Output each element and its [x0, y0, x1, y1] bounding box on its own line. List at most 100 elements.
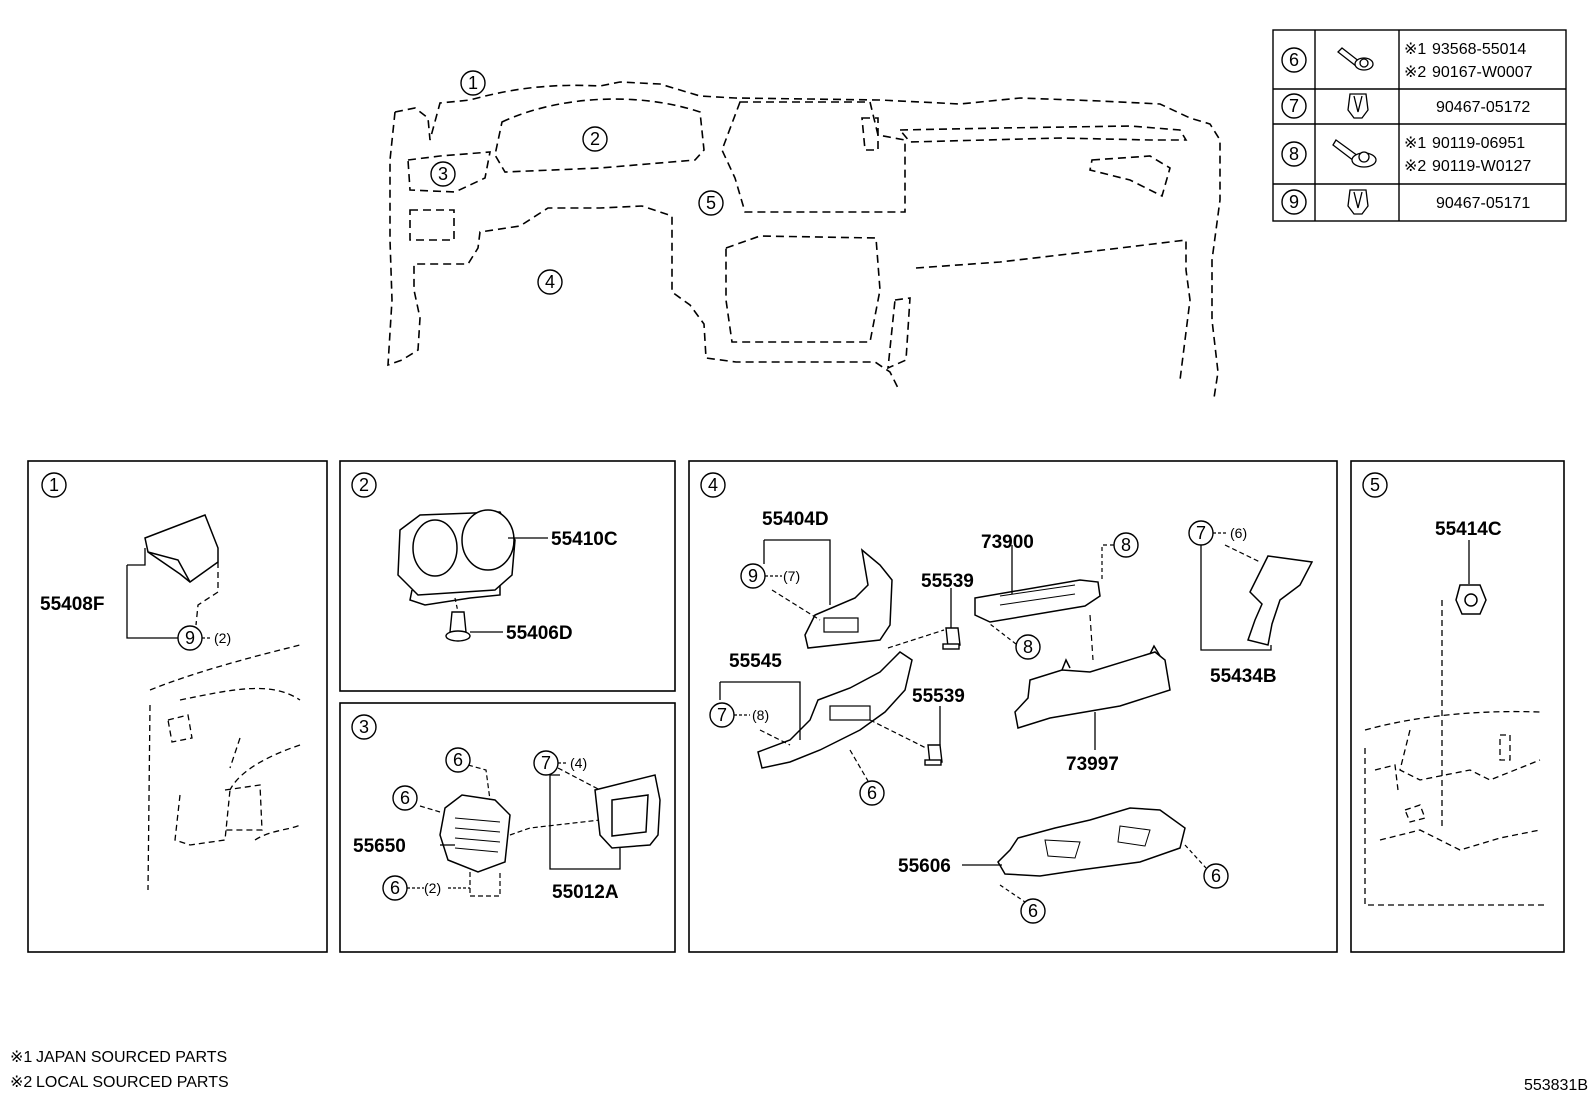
- svg-text:9: 9: [1289, 192, 1299, 212]
- panel-55012A-drawing: [594, 774, 661, 849]
- cover-drawing: [144, 514, 219, 583]
- clip-icon: [1347, 189, 1369, 215]
- callout-7-b: 7 (8): [709, 702, 769, 728]
- clip-drawing: [445, 611, 471, 642]
- part-55650: 55650: [353, 836, 406, 857]
- callout-7-d: 7 (4): [533, 750, 587, 776]
- clip-icon: [1347, 93, 1369, 119]
- part-73900: 73900: [981, 532, 1034, 553]
- callout-6-b: 6: [392, 785, 418, 811]
- diagram-code: 553831B: [1524, 1077, 1588, 1094]
- svg-text:6: 6: [453, 750, 463, 770]
- lower-panel-drawing: [757, 651, 913, 769]
- svg-text:6: 6: [1211, 866, 1221, 886]
- svg-text:6: 6: [1028, 901, 1038, 921]
- svg-text:8: 8: [1289, 144, 1299, 164]
- panel-5: 5 55414C: [1362, 472, 1545, 906]
- part-55545: 55545: [729, 651, 782, 672]
- callout-8-d: 8: [1101, 532, 1139, 580]
- callout-9-clip: 9 (2): [177, 625, 231, 651]
- overview-callout-4: 4: [537, 269, 563, 295]
- part-55606: 55606: [898, 856, 951, 877]
- svg-text:6: 6: [1289, 50, 1299, 70]
- svg-text:90119-W0127: 90119-W0127: [1432, 158, 1531, 175]
- fastener-table-rows: 6 ※1 93568-55014 ※2 90167-W0007 7 90467-…: [1281, 41, 1533, 215]
- part-55406D: 55406D: [506, 623, 573, 644]
- bolt-washer-icon: [1337, 47, 1374, 71]
- vent-drawing: [439, 794, 511, 873]
- part-55414C: 55414C: [1435, 519, 1502, 540]
- svg-text:(4): (4): [570, 755, 587, 771]
- svg-text:8: 8: [1121, 535, 1131, 555]
- callout-9-a: 9 (7): [740, 563, 800, 589]
- svg-text:※2: ※2: [1404, 64, 1426, 81]
- instrument-panel-overview: [387, 81, 1221, 399]
- panel-frames: [27, 460, 1565, 953]
- svg-text:7: 7: [1196, 523, 1206, 543]
- svg-text:3: 3: [359, 717, 369, 737]
- svg-text:1: 1: [49, 475, 59, 495]
- svg-text:7: 7: [717, 705, 727, 725]
- switch-drawing-a: [942, 627, 961, 650]
- callout-6-h: 6: [999, 884, 1046, 924]
- callout-6-g: 6: [1184, 844, 1229, 889]
- svg-text:90467-05172: 90467-05172: [1436, 99, 1530, 116]
- callout-8-e: 8: [989, 623, 1041, 660]
- screw-washer-icon: [1332, 139, 1377, 168]
- panel-4: 4 55404D 9 (7) 55545 7 (8): [700, 472, 1314, 924]
- switch-drawing-b: [924, 744, 943, 766]
- callout-7-f: 7 (6): [1188, 520, 1261, 563]
- svg-text:※1: ※1: [1404, 41, 1426, 58]
- combination-meter-drawing: [397, 509, 516, 606]
- overview-callouts: 1 2 3 4 5: [430, 70, 724, 295]
- part-55410C: 55410C: [551, 529, 618, 550]
- panel-2: 2 55410C 55406D: [351, 472, 618, 644]
- upper-cover-drawing: [804, 548, 893, 649]
- svg-text:(8): (8): [752, 707, 769, 723]
- table-row-7: 7 90467-05172: [1281, 93, 1530, 119]
- svg-text:4: 4: [545, 272, 555, 292]
- svg-text:7: 7: [1289, 96, 1299, 116]
- table-row-8: 8 ※1 90119-06951 ※2 90119-W0127: [1281, 135, 1531, 175]
- svg-text:3: 3: [438, 164, 448, 184]
- overview-callout-3: 3: [430, 161, 456, 187]
- overview-callout-2: 2: [582, 126, 608, 152]
- svg-text:2: 2: [590, 129, 600, 149]
- part-55012A: 55012A: [552, 882, 619, 903]
- footnote-1: JAPAN SOURCED PARTS: [36, 1049, 227, 1066]
- footnote-2: LOCAL SOURCED PARTS: [36, 1074, 229, 1091]
- pad-drawing: [974, 579, 1101, 623]
- svg-text:(7): (7): [783, 568, 800, 584]
- overview-callout-5: 5: [698, 190, 724, 216]
- part-55408F: 55408F: [40, 594, 104, 615]
- svg-text:2: 2: [359, 475, 369, 495]
- table-row-9: 9 90467-05171: [1281, 189, 1530, 215]
- callout-6-c: 6: [849, 749, 885, 806]
- svg-text:※1: ※1: [1404, 135, 1426, 152]
- knee-pad-drawing: [997, 807, 1186, 877]
- svg-text:90467-05171: 90467-05171: [1436, 195, 1530, 212]
- finisher-drawing: [1247, 555, 1314, 646]
- svg-text:6: 6: [390, 878, 400, 898]
- svg-text:※2: ※2: [1404, 158, 1426, 175]
- part-55539-b: 55539: [912, 686, 965, 707]
- svg-text:93568-55014: 93568-55014: [1432, 41, 1526, 58]
- svg-text:5: 5: [706, 193, 716, 213]
- svg-text:4: 4: [708, 475, 718, 495]
- svg-text:6: 6: [400, 788, 410, 808]
- bracket-drawing: [1455, 584, 1487, 615]
- callout-6-c: 6 (2): [382, 875, 470, 901]
- footnotes: ※1 JAPAN SOURCED PARTS ※2 LOCAL SOURCED …: [10, 1049, 229, 1091]
- svg-text:8: 8: [1023, 637, 1033, 657]
- overview-callout-1: 1: [460, 70, 486, 96]
- part-73997: 73997: [1066, 754, 1119, 775]
- brace-drawing: [1014, 644, 1171, 729]
- svg-text:7: 7: [541, 753, 551, 773]
- panel-1: 1 55408F 9 (2): [40, 472, 301, 891]
- svg-text:6: 6: [867, 783, 877, 803]
- svg-text:90167-W0007: 90167-W0007: [1432, 64, 1533, 81]
- part-55434B: 55434B: [1210, 666, 1277, 687]
- svg-text:5: 5: [1370, 475, 1380, 495]
- svg-text:9: 9: [185, 628, 195, 648]
